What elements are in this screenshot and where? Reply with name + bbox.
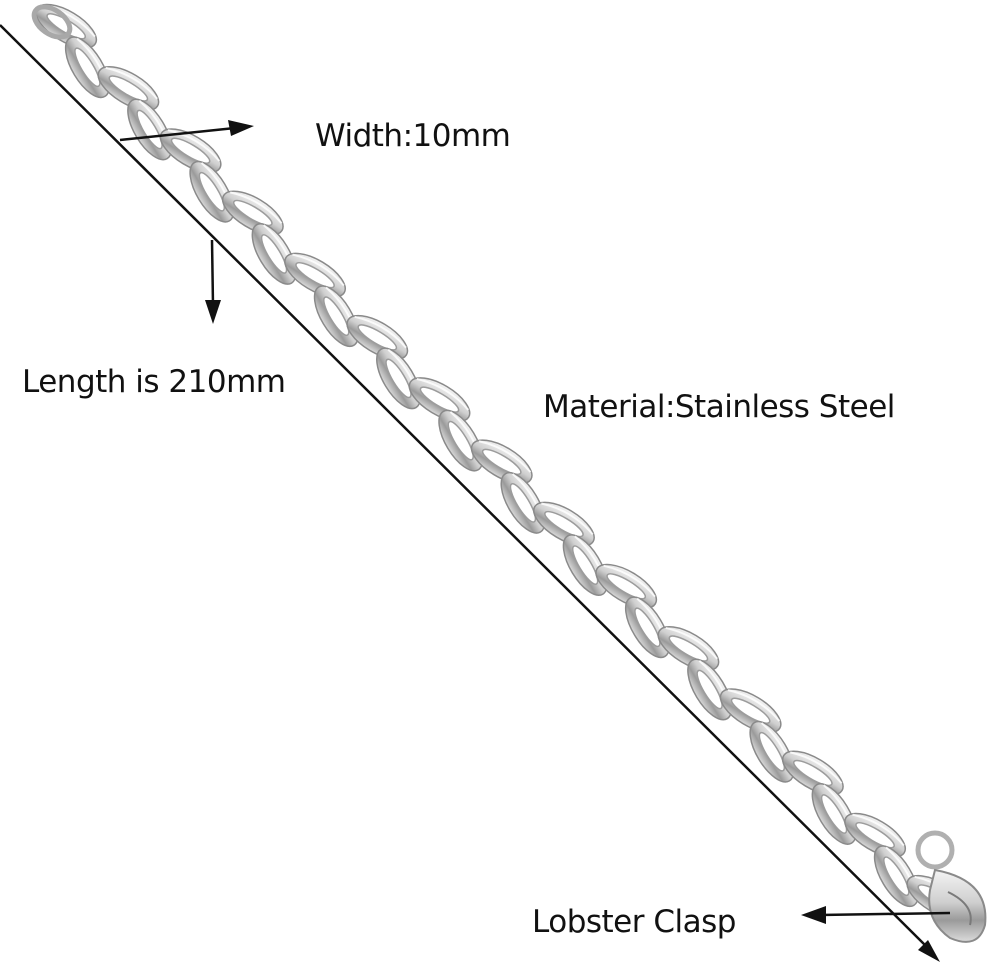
- jump-ring-start: [31, 4, 73, 40]
- width-label: Width:10mm: [315, 118, 511, 154]
- length-label: Length is 210mm: [22, 364, 286, 400]
- clasp-label: Lobster Clasp: [532, 904, 736, 940]
- length-arrow: [205, 239, 221, 324]
- length-dimension-line: [0, 24, 940, 962]
- clasp-arrow: [801, 906, 951, 924]
- material-label: Material:Stainless Steel: [543, 389, 895, 425]
- width-arrow: [119, 120, 254, 142]
